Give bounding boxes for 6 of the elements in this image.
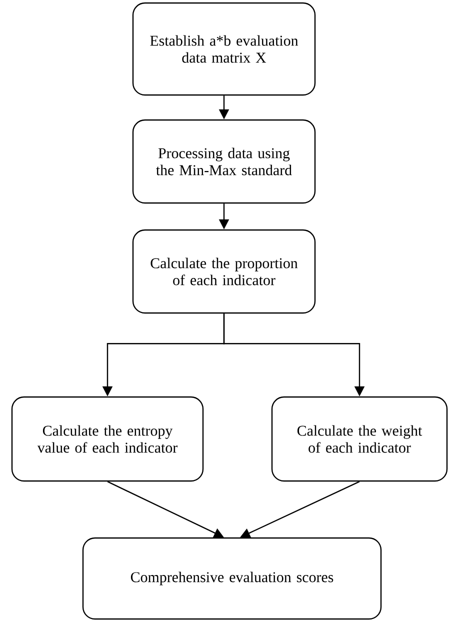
process-box: Comprehensive evaluation scores	[82, 537, 382, 620]
process-box: Calculate the weight of each indicator	[271, 396, 448, 482]
process-box: Calculate the proportion of each indicator	[132, 229, 316, 314]
process-box: Establish a*b evaluation data matrix X	[132, 2, 316, 96]
process-box: Processing data using the Min-Max standard	[132, 119, 316, 204]
process-box: Calculate the entropy value of each indicator	[11, 396, 204, 482]
